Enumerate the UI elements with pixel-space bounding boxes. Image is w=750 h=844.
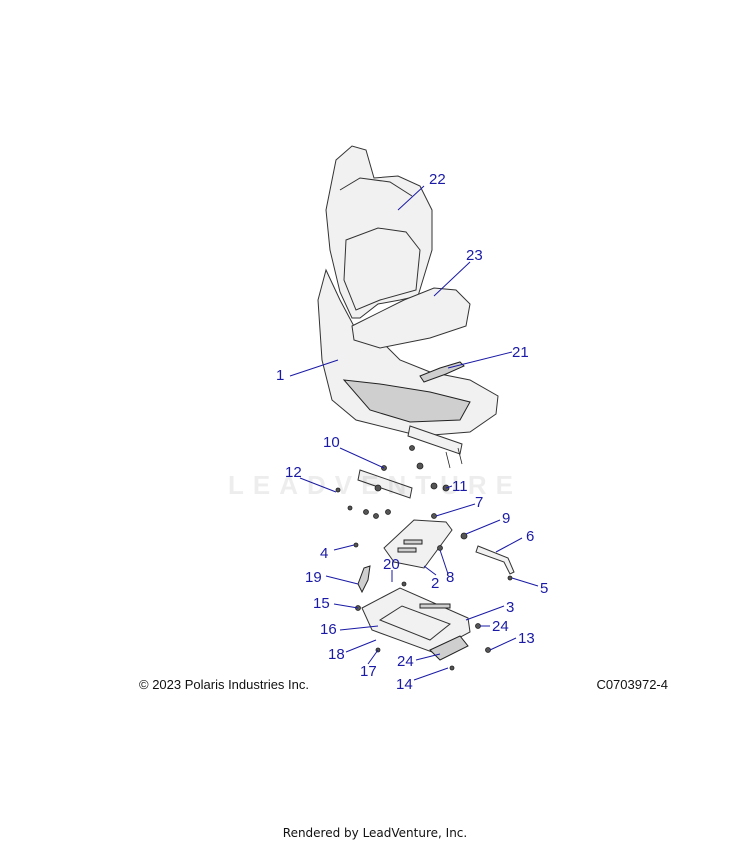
callout-14[interactable]: 14 xyxy=(396,676,413,693)
callout-19[interactable]: 19 xyxy=(305,569,322,586)
callout-6[interactable]: 6 xyxy=(526,528,534,545)
callout-13[interactable]: 13 xyxy=(518,630,535,647)
callout-20[interactable]: 20 xyxy=(383,556,400,573)
callout-5[interactable]: 5 xyxy=(540,580,548,597)
callout-18[interactable]: 18 xyxy=(328,646,345,663)
callout-7[interactable]: 7 xyxy=(475,494,483,511)
callout-21[interactable]: 21 xyxy=(512,344,529,361)
mounting-plate-part xyxy=(353,513,453,569)
callout-24-top[interactable]: 24 xyxy=(492,618,509,635)
release-lever-part xyxy=(460,532,515,581)
callout-11[interactable]: 11 xyxy=(452,478,468,495)
bracket-part xyxy=(357,565,371,594)
catalog-number: C0703972-4 xyxy=(596,677,668,692)
seat-shell-part xyxy=(317,268,499,437)
leader-lines xyxy=(289,185,539,681)
seat-cushion-part xyxy=(351,287,471,349)
callout-3[interactable]: 3 xyxy=(506,599,514,616)
rendered-by-text: Rendered by LeadVenture, Inc. xyxy=(282,826,468,840)
copyright-text: © 2023 Polaris Industries Inc. xyxy=(139,677,309,692)
callout-16[interactable]: 16 xyxy=(320,621,337,638)
callout-10[interactable]: 10 xyxy=(323,434,340,451)
callout-2[interactable]: 2 xyxy=(431,575,439,592)
callout-23[interactable]: 23 xyxy=(466,247,483,264)
seat-back-part xyxy=(325,145,433,319)
callout-22[interactable]: 22 xyxy=(429,171,446,188)
base-frame-part xyxy=(355,581,491,671)
leadventure-watermark: LEADVENTURE xyxy=(227,470,522,500)
callout-4[interactable]: 4 xyxy=(320,545,328,562)
callout-labels: 22 23 21 1 10 12 11 7 9 6 4 20 2 8 5 19 … xyxy=(276,171,548,693)
callout-1[interactable]: 1 xyxy=(276,367,284,384)
callout-24-bottom[interactable]: 24 xyxy=(397,653,414,670)
callout-17[interactable]: 17 xyxy=(360,663,377,680)
callout-8[interactable]: 8 xyxy=(446,569,454,586)
callout-12[interactable]: 12 xyxy=(285,464,302,481)
callout-9[interactable]: 9 xyxy=(502,510,510,527)
callout-15[interactable]: 15 xyxy=(313,595,330,612)
